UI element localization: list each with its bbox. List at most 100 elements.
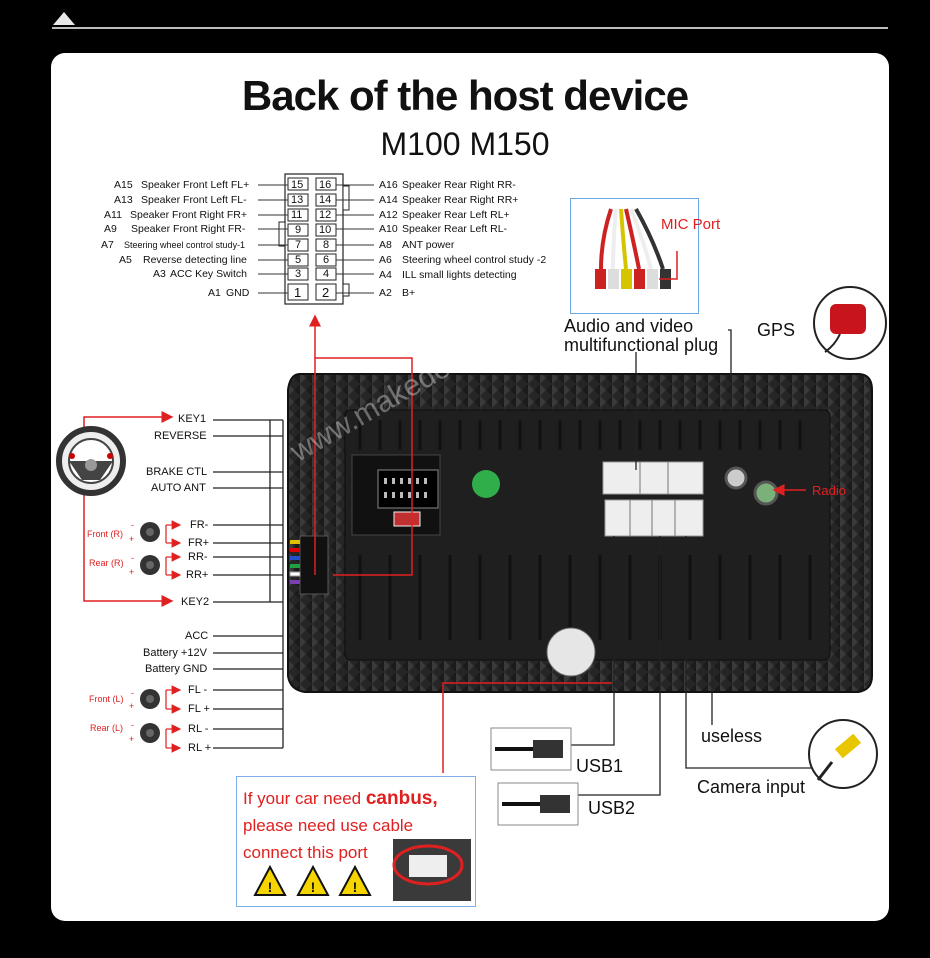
camera-rca-icon (808, 719, 878, 789)
pin-label: Speaker Front Left FL- (141, 194, 247, 206)
page-title: Back of the host device (241, 72, 689, 119)
wire-battery: Battery +12V (143, 647, 207, 659)
wire-acc: ACC (185, 630, 209, 642)
canbus-note-box: If your car need canbus, please need use… (236, 776, 476, 907)
pin-7: 7 (295, 239, 302, 251)
speaker-plus: + (129, 734, 135, 744)
speaker-minus: - (131, 553, 134, 563)
pin-label: Steering wheel control study-1 (124, 240, 246, 250)
pin-code: A9 (104, 223, 117, 235)
useless-label: useless (701, 726, 763, 746)
pin-6: 6 (323, 254, 330, 266)
pin-code: A12 (379, 209, 398, 221)
speaker-front-l: Front (L) (89, 694, 124, 704)
pin-code: A1 (208, 287, 221, 299)
pin-code: A3 (153, 268, 166, 280)
gps-label: GPS (757, 320, 796, 340)
device-back-panel (287, 373, 873, 693)
canbus-line-1: If your car need canbus, (243, 788, 438, 810)
wire-rr-minus: RR- (188, 551, 208, 563)
canbus-line-1-prefix: If your car need (243, 789, 366, 808)
canbus-graphics: ! ! ! (253, 839, 471, 901)
speaker-minus: - (131, 720, 134, 730)
wire-rl-plus: RL + (188, 742, 212, 754)
pin-label: ACC Key Switch (170, 268, 248, 280)
speaker-plus: + (129, 534, 135, 544)
svg-text:!: ! (353, 879, 358, 895)
pin-16: 16 (319, 179, 332, 191)
pin-8: 8 (323, 239, 330, 251)
speaker-icons (140, 522, 160, 743)
usb2-cable-icon (497, 782, 579, 826)
speaker-minus: - (131, 520, 134, 530)
wire-fl-minus: FL - (188, 684, 208, 696)
pin-10: 10 (319, 224, 332, 236)
pin-11: 11 (291, 209, 303, 221)
pin-code: A13 (114, 194, 133, 206)
camera-input-label: Camera input (697, 777, 806, 797)
steering-wheel-icon (56, 426, 126, 496)
speaker-minus: - (131, 688, 134, 698)
radio-label: Radio (812, 483, 846, 498)
top-divider (52, 27, 888, 29)
wire-rl-minus: RL - (188, 723, 209, 735)
wire-fr-minus: FR- (190, 519, 209, 531)
warning-icon: ! (338, 864, 372, 896)
pin-label: Speaker Rear Left RL+ (402, 209, 510, 221)
collapse-triangle-icon[interactable] (53, 12, 75, 25)
pin-4: 4 (323, 268, 330, 280)
speaker-rear-r: Rear (R) (89, 558, 124, 568)
pin-2: 2 (322, 285, 330, 300)
pin-label: Speaker Rear Left RL- (402, 223, 508, 235)
canbus-line-3: connect this port (243, 843, 368, 862)
pin-label: B+ (402, 287, 416, 299)
pin-label: ILL small lights detecting (402, 269, 517, 281)
wire-fr-plus: FR+ (188, 537, 210, 549)
pin-code: A15 (114, 179, 133, 191)
av-plug-image: MIC Port (570, 198, 720, 314)
pin-13: 13 (291, 194, 304, 206)
wire-auto-ant: AUTO ANT (151, 482, 206, 494)
svg-text:!: ! (311, 879, 316, 895)
pin-code: A6 (379, 254, 392, 266)
canbus-line-2: please need use cable (243, 816, 414, 835)
warning-icon: ! (253, 864, 287, 896)
model-subtitle: M100 M150 (380, 126, 550, 162)
pin-label: Steering wheel control study -2 (402, 254, 547, 266)
pin-code: A16 (379, 179, 398, 191)
pin-3: 3 (295, 268, 302, 280)
wire-key1: KEY1 (178, 413, 207, 425)
canbus-port-photo (392, 839, 471, 901)
wire-fl-plus: FL + (188, 703, 210, 715)
av-plug-label-2: multifunctional plug (564, 335, 719, 355)
pin-code: A5 (119, 254, 132, 266)
usb1-label: USB1 (576, 756, 624, 776)
speaker-rear-l: Rear (L) (90, 723, 124, 733)
pin-code: A7 (101, 239, 114, 251)
pin-label: ANT power (402, 239, 455, 251)
pin-code: A2 (379, 287, 392, 299)
pin-code: A11 (104, 209, 122, 221)
canbus-keyword: canbus, (365, 788, 438, 809)
pin-label: Speaker Front Right FR- (131, 223, 246, 235)
pin-code: A8 (379, 239, 392, 251)
pin-label: Reverse detecting line (143, 254, 247, 266)
speaker-plus: + (129, 701, 135, 711)
wire-rr-plus: RR+ (186, 569, 209, 581)
pin-label: Speaker Rear Right RR- (402, 179, 516, 191)
speaker-front-r: Front (R) (87, 529, 123, 539)
av-cable-icon (595, 208, 678, 289)
pin-code: A4 (379, 269, 392, 281)
svg-text:!: ! (268, 879, 273, 895)
pin-label: Speaker Rear Right RR+ (402, 194, 519, 206)
pin-code: A14 (379, 194, 398, 206)
pin-1: 1 (294, 285, 302, 300)
pin-label: Speaker Front Right FR+ (130, 209, 248, 221)
pin-label: Speaker Front Left FL+ (141, 179, 250, 191)
pin-5: 5 (295, 254, 302, 266)
pin-12: 12 (319, 209, 332, 221)
speaker-plus: + (129, 567, 135, 577)
mic-port-label: MIC Port (661, 216, 721, 233)
usb2-label: USB2 (588, 798, 636, 818)
